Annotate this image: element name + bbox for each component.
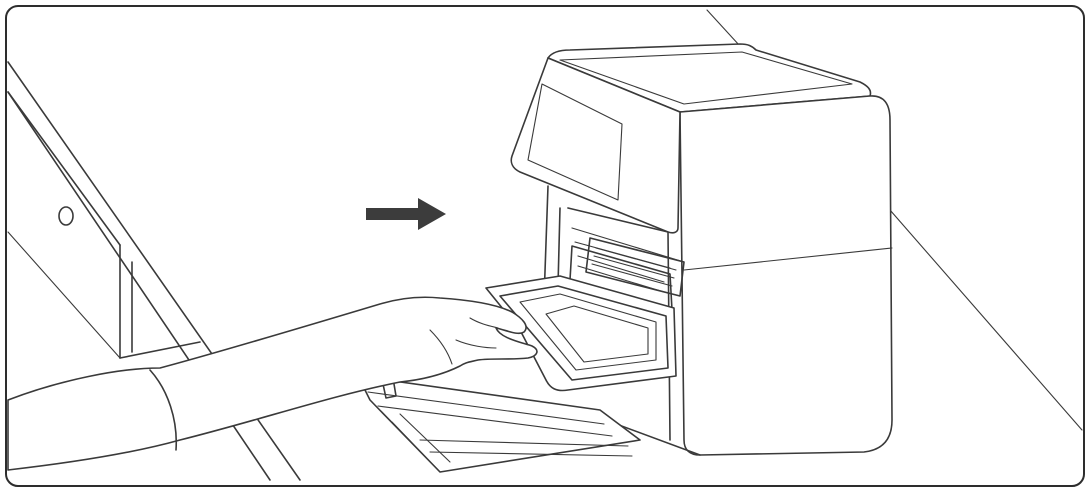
- baking-tray: [485, 275, 677, 392]
- hand-and-arm: [7, 296, 538, 471]
- arrow-right-icon: [366, 198, 446, 230]
- cabinet-knob-icon: [58, 206, 74, 226]
- stacked-accessories: [357, 369, 641, 473]
- air-fryer: [510, 43, 893, 456]
